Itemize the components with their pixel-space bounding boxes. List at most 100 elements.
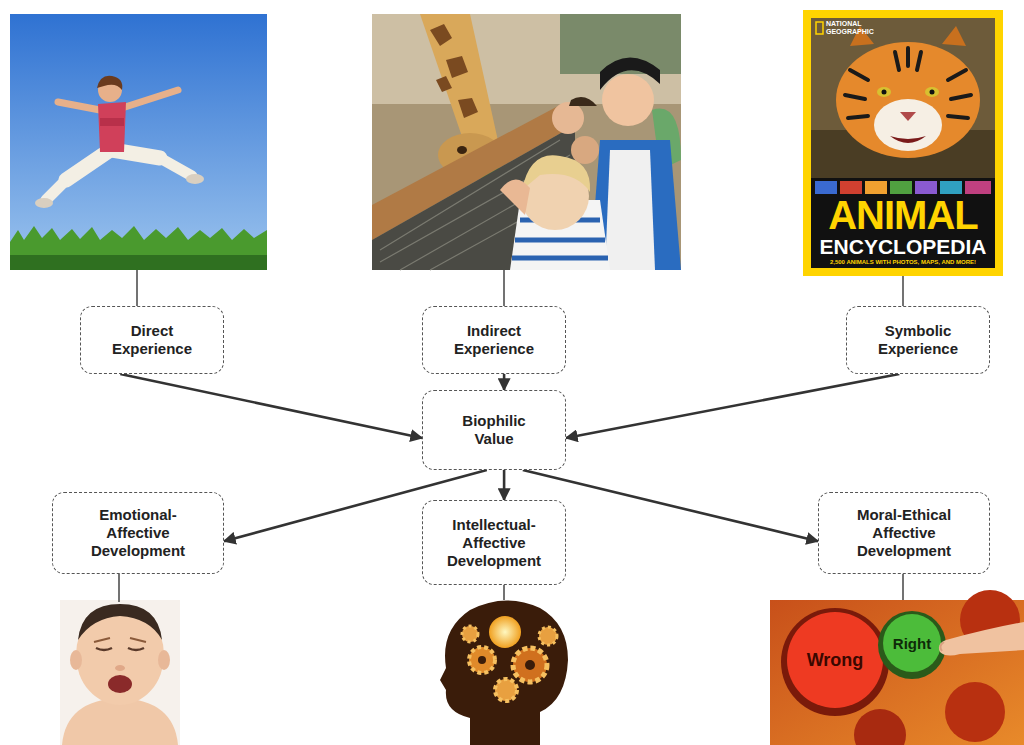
book-cover-part (811, 18, 995, 178)
zoo-giraffe-photo-part (602, 74, 654, 126)
wrong-right-buttons-photo-part (781, 608, 889, 716)
arrow-connector (503, 374, 506, 390)
picture-text: Right (885, 635, 939, 653)
head-gears-icon (440, 600, 568, 745)
wrong-right-buttons-photo-part (940, 642, 944, 651)
box-text: Biophilic Value (444, 412, 544, 448)
dashed-box: Moral-Ethical Affective Development (818, 492, 990, 574)
crying-baby-photo-part (60, 600, 180, 745)
head-gears-icon-part (440, 600, 568, 745)
leader-line (902, 276, 904, 306)
book-cover-part (811, 18, 995, 268)
jumping-child-photo-part (46, 180, 66, 200)
book-cover-part (815, 181, 837, 194)
jumping-child-photo-part (186, 174, 204, 184)
zoo-giraffe-photo-part (605, 150, 655, 270)
picture-text: NATIONAL GEOGRAPHIC (826, 20, 878, 36)
jumping-child-photo-part (98, 102, 126, 152)
book-cover-part (836, 42, 980, 158)
zoo-giraffe-photo-part (569, 97, 597, 106)
zoo-giraffe-photo-part (522, 155, 590, 192)
book-cover (803, 10, 1003, 276)
jumping-child-photo-part (10, 14, 267, 270)
leader-line (503, 585, 505, 600)
jumping-child-photo-part (10, 226, 267, 270)
crying-baby-photo-part (158, 650, 170, 670)
book-cover-part (915, 181, 937, 194)
jumping-child-photo-part (35, 198, 53, 208)
jumping-child-photo-part (10, 255, 267, 270)
zoo-giraffe-photo-part (552, 102, 584, 134)
box-text: Direct Experience (102, 322, 202, 358)
zoo-giraffe-photo-part (430, 24, 478, 118)
book-cover-part (803, 10, 1003, 276)
book-cover-part (840, 181, 862, 194)
picture-text: ENCYCLOPEDIA (811, 236, 995, 258)
arrow-connector (120, 374, 422, 438)
box-text: Moral-Ethical Affective Development (845, 506, 963, 560)
box-text: Emotional-Affective Development (81, 506, 196, 560)
book-cover-part (890, 136, 926, 143)
zoo-giraffe-photo-part (571, 136, 599, 164)
zoo-giraffe-photo (372, 14, 681, 270)
book-cover-part (940, 181, 962, 194)
crying-baby-photo-part (94, 638, 146, 642)
box-text: Symbolic Experience (868, 322, 968, 358)
book-cover-part (900, 112, 916, 121)
crying-baby-photo-part (96, 648, 144, 650)
book-cover-part (816, 22, 823, 34)
wrong-right-buttons-photo (770, 590, 1024, 745)
crying-baby-photo-part (62, 698, 178, 745)
picture-text: ANIMAL (811, 195, 995, 235)
picture-text: 2,500 ANIMALS WITH PHOTOS, MAPS, AND MOR… (811, 259, 995, 266)
head-gears-icon-part (462, 626, 478, 642)
wrong-right-buttons-photo-part (878, 611, 946, 679)
arrow-connector (503, 470, 506, 500)
head-gears-icon-part (525, 660, 535, 670)
dashed-box: Biophilic Value (422, 390, 566, 470)
box-text: Indirect Experience (444, 322, 544, 358)
jumping-child-photo-part (97, 76, 122, 90)
dashed-box: Symbolic Experience (846, 306, 990, 374)
leader-line (902, 574, 904, 600)
head-gears-icon-part (469, 647, 495, 673)
wrong-right-buttons-photo-part (883, 614, 941, 672)
jumping-child-photo-part (160, 158, 192, 176)
jumping-child-photo (10, 14, 267, 270)
book-cover-part (925, 87, 939, 97)
dashed-box: Indirect Experience (422, 306, 566, 374)
dashed-box: Direct Experience (80, 306, 224, 374)
dashed-box: Intellectual-Affective Development (422, 500, 566, 585)
zoo-giraffe-photo-part (600, 57, 660, 90)
jumping-child-photo-part (122, 90, 178, 108)
head-gears-icon-part (495, 679, 517, 701)
arrow-connector (523, 470, 818, 541)
book-cover-part (882, 90, 887, 95)
crying-baby-photo-part (108, 675, 132, 693)
head-gears-icon-part (478, 656, 486, 664)
head-gears-icon-part (489, 616, 521, 648)
jumping-child-photo-part (66, 150, 110, 180)
crying-baby-photo-part (70, 650, 82, 670)
book-cover-part (890, 181, 912, 194)
zoo-giraffe-photo-part (457, 146, 467, 154)
leader-line (503, 270, 505, 306)
wrong-right-buttons-photo-part (854, 709, 906, 745)
leader-line (118, 574, 120, 602)
book-cover-part (865, 181, 887, 194)
book-cover-part (965, 181, 991, 194)
leader-line (136, 270, 138, 306)
crying-baby-photo-part (76, 605, 164, 705)
crying-baby-photo-part (78, 604, 162, 640)
box-text: Intellectual-Affective Development (438, 516, 550, 570)
book-cover-part (930, 90, 935, 95)
wrong-right-buttons-photo-part (939, 622, 1024, 656)
jumping-child-photo-part (100, 118, 124, 126)
zoo-giraffe-photo-part (372, 14, 681, 270)
wrong-right-buttons-photo-part (787, 612, 883, 708)
book-cover-part (874, 99, 942, 151)
dashed-box: Emotional-Affective Development (52, 492, 224, 574)
zoo-giraffe-photo-part (500, 179, 530, 215)
head-gears-icon-part (539, 627, 557, 645)
